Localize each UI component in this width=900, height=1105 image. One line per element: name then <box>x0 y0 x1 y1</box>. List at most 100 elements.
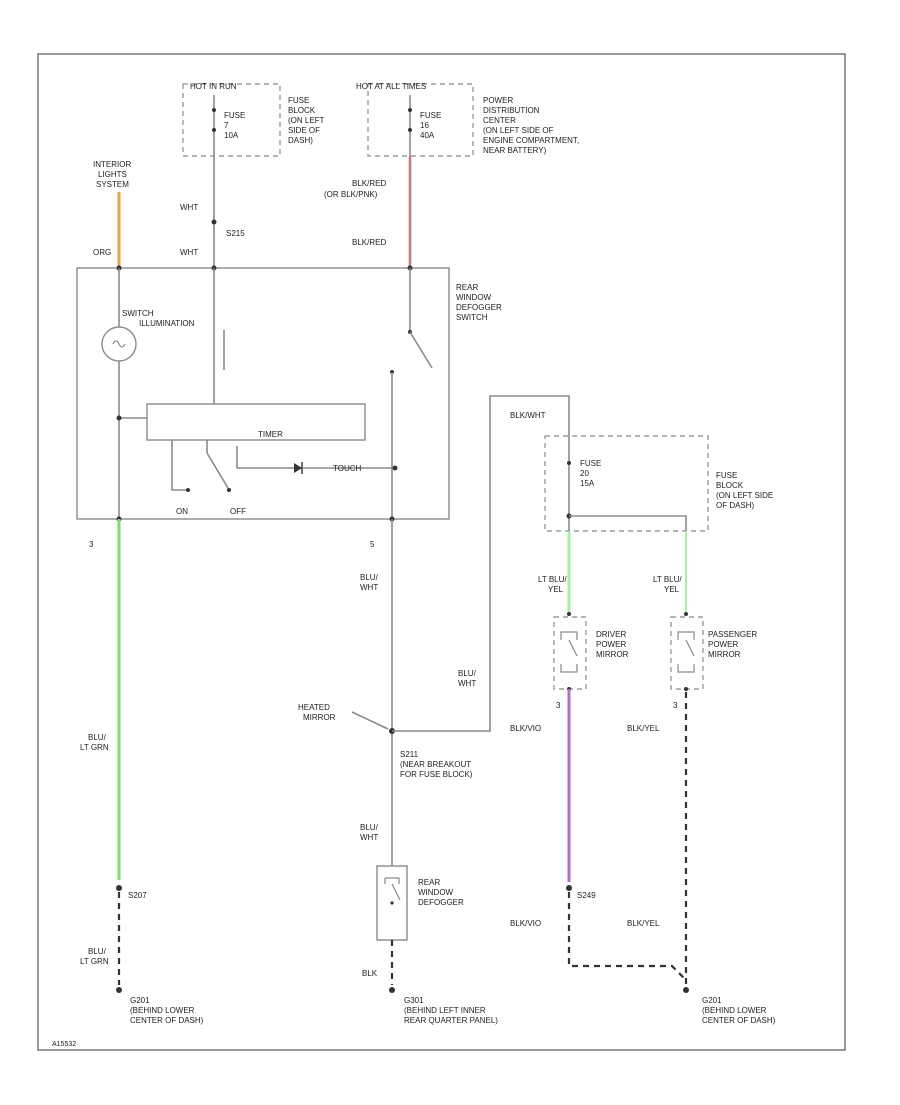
switch-label-line: SWITCH <box>456 313 488 322</box>
off-label: OFF <box>230 507 246 516</box>
fuse-20-terminal-top <box>567 461 571 465</box>
wire-blu-wht-label: BLU/ <box>360 573 379 582</box>
fuse-20-desc-line: FUSE <box>716 471 737 480</box>
passenger-mirror-outline <box>670 616 704 690</box>
fuse-16-block: HOT AT ALL TIMES FUSE 16 40A POWER DISTR… <box>356 82 579 157</box>
wire-blu-wht-label: WHT <box>360 583 378 592</box>
wire-blu-wht-low-label: BLU/ <box>360 823 379 832</box>
splice-s249-label: S249 <box>577 891 596 900</box>
fuse-7-header: HOT IN RUN <box>190 82 237 91</box>
driver-mirror-pin-top <box>567 612 571 616</box>
wire-lt-blu-yel-label: LT BLU/ <box>653 575 682 584</box>
fuse-16-number: 16 <box>420 121 429 130</box>
wire-lt-blu-yel-label: YEL <box>664 585 680 594</box>
driver-mirror-label: DRIVER <box>596 630 626 639</box>
passenger-mirror-pin-number: 3 <box>673 701 678 710</box>
passenger-mirror-pin-bottom <box>684 687 688 691</box>
passenger-mirror-pin-top <box>684 612 688 616</box>
fuse-16-desc-line: DISTRIBUTION <box>483 106 540 115</box>
ground-g201-right <box>683 987 689 993</box>
passenger-power-mirror <box>670 612 704 691</box>
defogger-grid-icon <box>384 877 401 901</box>
ground-path-s249 <box>567 892 687 981</box>
passenger-mirror-label: PASSENGER <box>708 630 757 639</box>
fuse-7-fuse-label: FUSE <box>224 111 245 120</box>
splice-s249 <box>566 885 572 891</box>
fuse-16-terminal-bottom <box>408 128 412 132</box>
timer-label: TIMER <box>258 430 283 439</box>
wire-blu-wht-low-label: WHT <box>360 833 378 842</box>
wire-blk-label: BLK <box>362 969 378 978</box>
wire-lt-blu-yel-label: LT BLU/ <box>538 575 567 584</box>
fuse-20-block: FUSE 20 15A FUSE BLOCK (ON LEFT SIDE OF … <box>544 435 773 532</box>
defogger-label: WINDOW <box>418 888 454 897</box>
timer-contact-left <box>171 440 186 491</box>
ground-g301-label: (BEHIND LEFT INNER <box>404 1006 486 1015</box>
figure-id: A15532 <box>52 1041 76 1048</box>
fuse-7-outline <box>182 83 281 157</box>
fuse-7-description: FUSE BLOCK (ON LEFT SIDE OF DASH) <box>288 96 325 145</box>
fuse-16-fuse-label: FUSE <box>420 111 441 120</box>
switch-illum-label: ILLUMINATION <box>139 319 195 328</box>
ground-wire-left-label: BLU/ <box>88 947 107 956</box>
fuse-7-terminal-bottom <box>212 128 216 132</box>
touch-label: TOUCH <box>333 464 362 473</box>
fuse-16-desc-line: ENGINE COMPARTMENT, <box>483 136 579 145</box>
switch-label-line: DEFOGGER <box>456 303 502 312</box>
fuse-7-desc-line: BLOCK <box>288 106 316 115</box>
ground-g201-right-label: (BEHIND LOWER <box>702 1006 767 1015</box>
fuse-16-terminal-top <box>408 108 412 112</box>
fuse-16-amps: 40A <box>420 131 435 140</box>
driver-mirror-label: POWER <box>596 640 626 649</box>
switch-description: REAR WINDOW DEFOGGER SWITCH <box>456 283 502 322</box>
wire-wht-label-upper: WHT <box>180 203 198 212</box>
wire-blk-yel-label-2: BLK/YEL <box>627 919 660 928</box>
wire-blk-yel-label-1: BLK/YEL <box>627 724 660 733</box>
fuse-16-desc-line: POWER <box>483 96 513 105</box>
fuse-20-outline <box>544 435 709 532</box>
fuse-7-desc-line: DASH) <box>288 136 313 145</box>
fuse-20-amps: 15A <box>580 479 595 488</box>
fuse-16-desc-line: CENTER <box>483 116 516 125</box>
splice-s207-label: S207 <box>128 891 147 900</box>
wire-blk-wht-label: BLK/WHT <box>510 411 546 420</box>
passenger-mirror-label: POWER <box>708 640 738 649</box>
fuse-16-desc-line: (ON LEFT SIDE OF <box>483 126 554 135</box>
wire-org-label: ORG <box>93 248 111 257</box>
ground-wire-left-label: LT GRN <box>80 957 109 966</box>
switch-housing <box>76 267 450 520</box>
rear-defogger-switch: REAR WINDOW DEFOGGER SWITCH SWITCH ILLUM… <box>76 265 502 522</box>
fuse-20-desc-line: BLOCK <box>716 481 744 490</box>
fuse-7-number: 7 <box>224 121 229 130</box>
ground-g201-right-label: G201 <box>702 996 722 1005</box>
fuse-16-description: POWER DISTRIBUTION CENTER (ON LEFT SIDE … <box>483 96 579 155</box>
fuse-20-description: FUSE BLOCK (ON LEFT SIDE OF DASH) <box>716 471 773 510</box>
timer-touch-line <box>236 446 395 469</box>
ground-g201-left-label: (BEHIND LOWER <box>130 1006 195 1015</box>
splice-s215-label: S215 <box>226 229 245 238</box>
wire-blk-red-label-1b: (OR BLK/PNK) <box>324 190 378 199</box>
defogger-label: DEFOGGER <box>418 898 464 907</box>
fuse-7-block: HOT IN RUN FUSE 7 10A FUSE BLOCK (ON LEF… <box>182 82 325 157</box>
fuse-20-number: 20 <box>580 469 589 478</box>
driver-mirror-pin-number: 3 <box>556 701 561 710</box>
fuse-7-desc-line: SIDE OF <box>288 126 320 135</box>
timer-contact-switch-dot <box>227 488 231 492</box>
fuse-20-fuse-label: FUSE <box>580 459 601 468</box>
splice-s211-label: (NEAR BREAKOUT <box>400 760 471 769</box>
passenger-mirror-heater-icon <box>677 631 695 673</box>
defogger-switch-blade <box>409 331 433 369</box>
driver-power-mirror <box>553 612 587 691</box>
splice-s207 <box>116 885 122 891</box>
defogger-contact <box>390 901 394 905</box>
wire-lt-blu-yel-label: YEL <box>548 585 564 594</box>
ground-g201-left <box>116 987 122 993</box>
pin-left-number: 3 <box>89 540 94 549</box>
fuse-7-terminal-top <box>212 108 216 112</box>
wire-blu-ltgrn-label: BLU/ <box>88 733 107 742</box>
fuse-7-amps: 10A <box>224 131 239 140</box>
touch-diode-icon <box>294 462 303 474</box>
fuse-7-desc-line: FUSE <box>288 96 309 105</box>
wire-blk-vio-label-1: BLK/VIO <box>510 724 541 733</box>
